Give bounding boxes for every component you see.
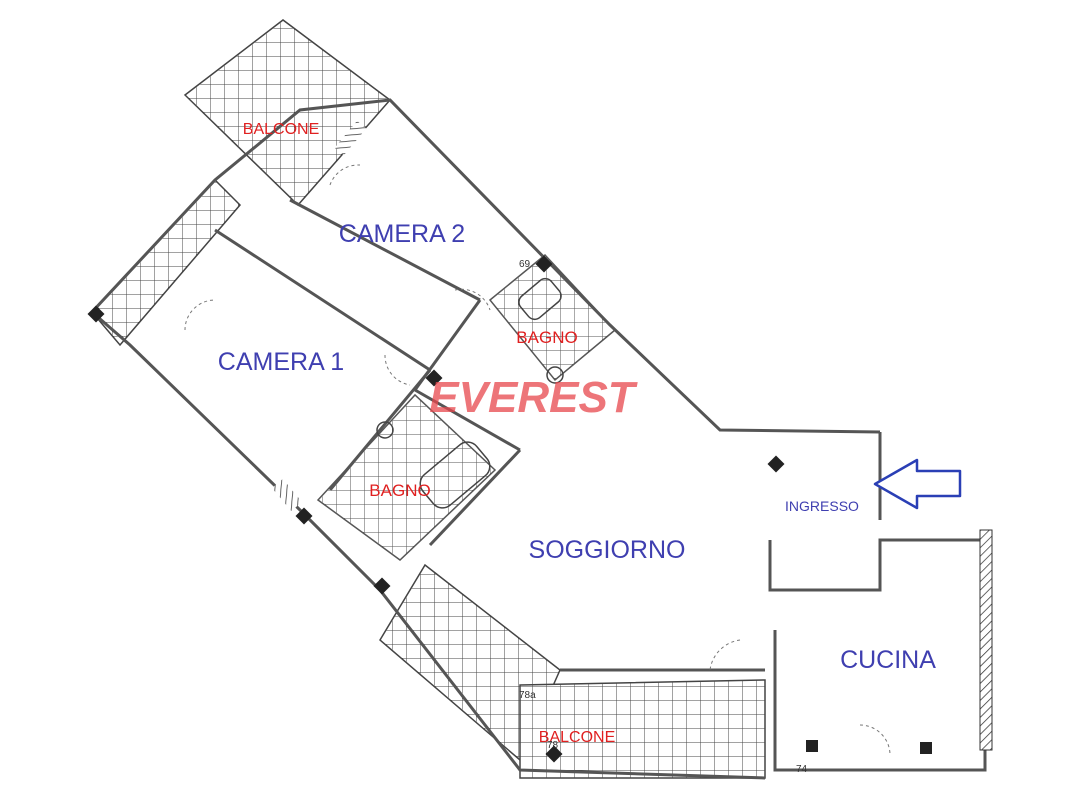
pillars xyxy=(87,255,932,763)
fixtures xyxy=(376,277,564,509)
room-label-balcone-top: BALCONE xyxy=(243,121,319,138)
room-label-ingresso: INGRESSO xyxy=(785,498,859,514)
dimension-marks: 69 78a 78 74 xyxy=(519,259,808,775)
room-label-soggiorno: SOGGIORNO xyxy=(529,536,686,564)
wall-hatch-1 xyxy=(271,479,303,511)
room-label-cucina: CUCINA xyxy=(840,646,936,674)
room-label-balcone-bottom: BALCONE xyxy=(539,729,615,746)
room-labels: CAMERA 2 CAMERA 1 SOGGIORNO CUCINA BAGNO… xyxy=(218,121,936,746)
bagno-lower-floor xyxy=(316,393,497,561)
balcone-left-floor xyxy=(90,178,242,347)
dim-mark-78a: 78a xyxy=(519,690,536,701)
bagno-upper-floor xyxy=(488,253,617,382)
walls xyxy=(90,98,987,780)
balcone-top-floor xyxy=(183,19,392,207)
dim-mark-69: 69 xyxy=(519,259,531,270)
arrow-left-icon xyxy=(873,458,962,510)
room-label-bagno-upper: BAGNO xyxy=(516,328,577,347)
room-label-camera-2: CAMERA 2 xyxy=(339,220,465,248)
room-label-camera-1: CAMERA 1 xyxy=(218,348,344,376)
dim-mark-74: 74 xyxy=(796,764,808,775)
dim-mark-78: 78 xyxy=(547,740,559,751)
room-label-bagno-lower: BAGNO xyxy=(369,481,430,500)
cucina-side-hatch xyxy=(979,529,993,751)
tiled-areas xyxy=(90,19,766,779)
wall-hatch-2 xyxy=(334,120,367,156)
watermark-logo: EVEREST xyxy=(429,373,638,422)
door-swings xyxy=(184,164,891,756)
